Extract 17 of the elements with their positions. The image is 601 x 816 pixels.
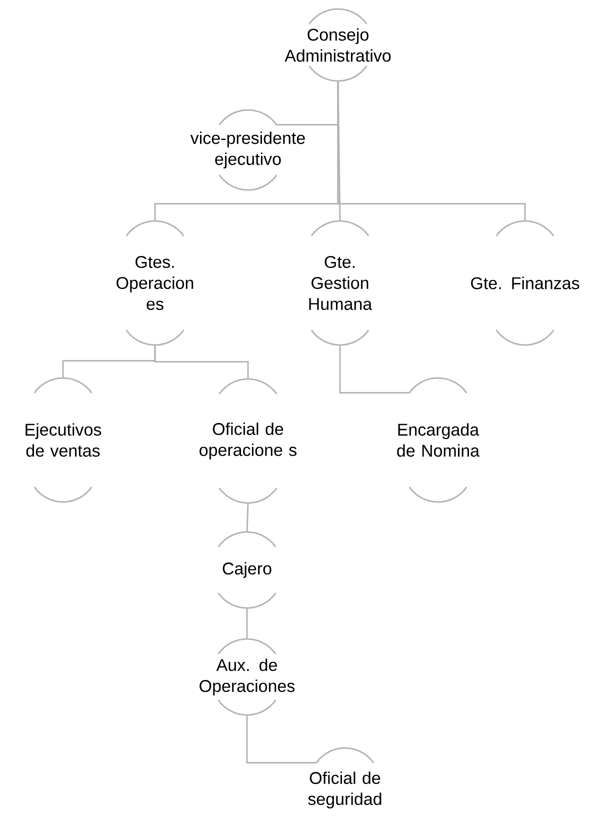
connector-line bbox=[337, 81, 341, 221]
connector-line bbox=[246, 715, 316, 764]
position-node: Oficial de operacione s bbox=[200, 378, 296, 504]
position-node: Consejo Administrativo bbox=[284, 8, 391, 82]
connector-line bbox=[246, 503, 249, 532]
position-node: Gtes. Operacion es bbox=[116, 220, 194, 346]
connector-line bbox=[339, 345, 410, 394]
position-node: Cajero bbox=[218, 531, 276, 609]
connector-line bbox=[154, 345, 249, 379]
position-node: Gte. Finanzas bbox=[471, 220, 580, 346]
connector-line bbox=[246, 608, 248, 639]
position-node: Gte. Gestion Humana bbox=[309, 220, 372, 346]
position-node: Oficial de seguridad bbox=[308, 747, 382, 808]
position-node: Aux. de Operaciones bbox=[200, 638, 295, 716]
position-node: Encargada de Nomina bbox=[397, 377, 480, 503]
position-node: Ejecutivos de ventas bbox=[26, 377, 102, 503]
position-node: vice-presidente ejecutivo bbox=[190, 109, 305, 191]
